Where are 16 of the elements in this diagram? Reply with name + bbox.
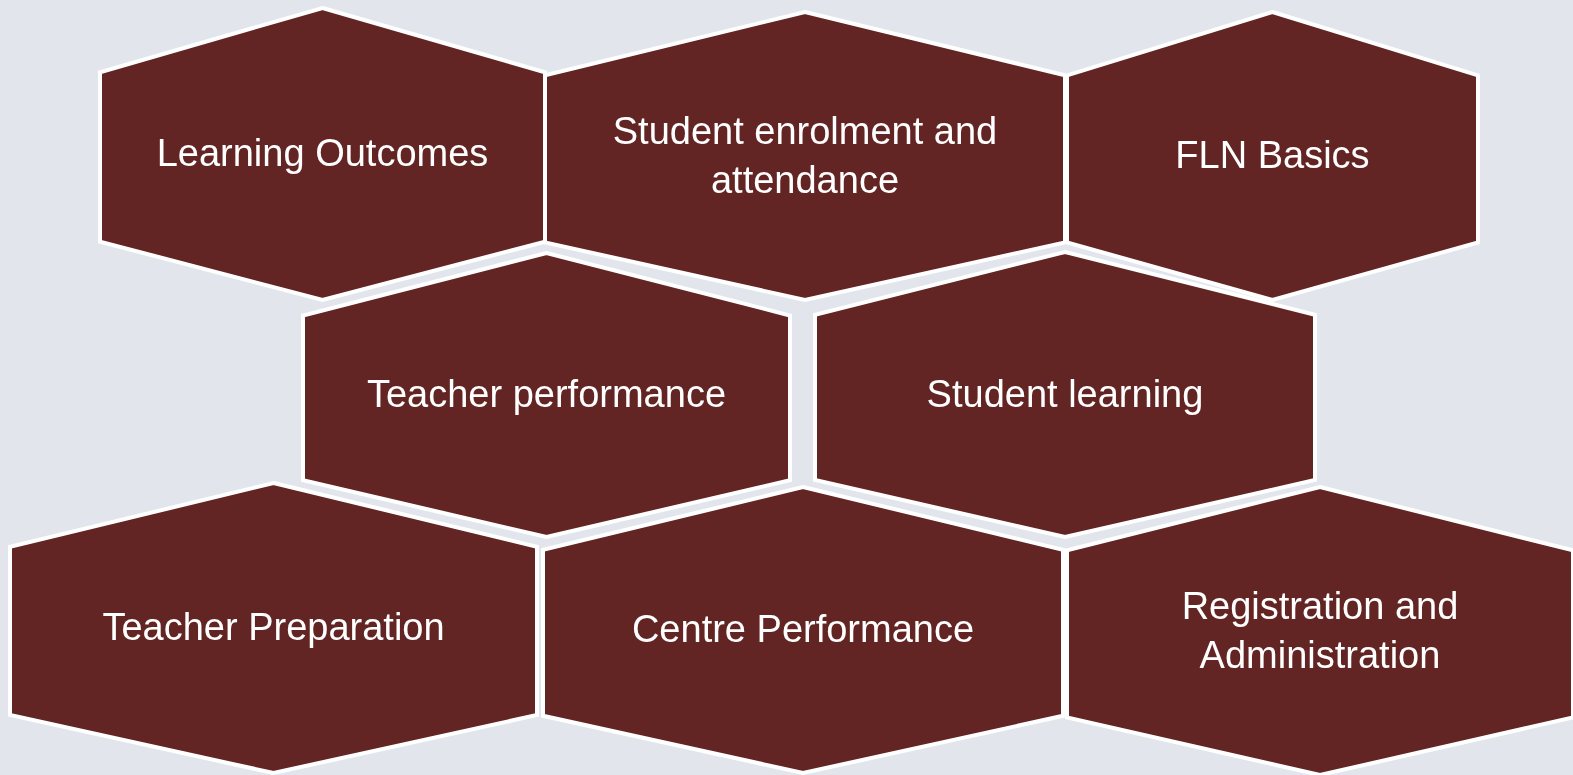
hexagon-node <box>815 252 1315 537</box>
hexagon-node <box>1067 487 1573 775</box>
node-label: Centre Performance <box>631 607 975 653</box>
hexagon-node <box>543 487 1063 773</box>
hexagon-node <box>545 12 1065 300</box>
hexagon-node <box>100 8 545 300</box>
hexagon-node <box>1067 12 1478 300</box>
node-label: Teacher Preparation <box>102 605 445 651</box>
node-label: Teacher performance <box>366 372 727 418</box>
node-label: Learning Outcomes <box>156 131 489 177</box>
node-label: FLN Basics <box>1175 133 1370 179</box>
node-label: Student enrolment and attendance <box>611 108 999 203</box>
hexagon-node <box>10 483 537 773</box>
hexagon-node <box>303 253 790 537</box>
node-label: Registration and Administration <box>1180 583 1460 678</box>
node-label: Student learning <box>926 371 1204 417</box>
